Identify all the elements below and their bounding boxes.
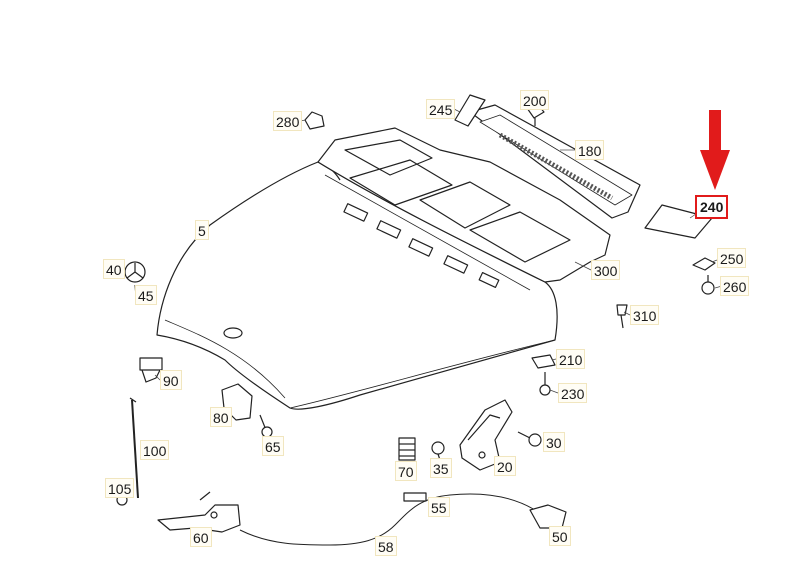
callout-80: 80 — [210, 407, 232, 427]
callout-240-highlighted: 240 — [695, 195, 729, 219]
highlight-arrow — [700, 110, 730, 190]
bolt-65 — [259, 414, 273, 438]
callout-65: 65 — [262, 436, 284, 456]
cowl-vent-grille — [469, 104, 641, 219]
callout-260: 260 — [720, 276, 750, 296]
callout-5: 5 — [195, 220, 209, 240]
screw-260 — [701, 275, 715, 295]
callout-210: 210 — [556, 349, 586, 369]
callout-100: 100 — [140, 440, 170, 460]
callout-30: 30 — [543, 432, 565, 452]
callout-310: 310 — [630, 305, 660, 325]
callout-20: 20 — [494, 456, 516, 476]
callout-35: 35 — [430, 458, 452, 478]
bumper-280 — [304, 111, 325, 130]
callout-55: 55 — [428, 497, 450, 517]
callout-40: 40 — [103, 259, 125, 279]
callout-300: 300 — [591, 260, 621, 280]
bolt-30 — [517, 431, 542, 447]
seal-strip-left — [454, 94, 486, 127]
hood-panel — [156, 161, 558, 410]
bolt-230 — [539, 372, 551, 396]
safety-catch-90 — [139, 357, 163, 383]
callout-45: 45 — [135, 285, 157, 305]
cable-coupler-55 — [403, 492, 427, 502]
callout-105: 105 — [105, 478, 135, 498]
clip-250 — [692, 257, 716, 271]
latch-hook-50 — [529, 504, 567, 529]
buffer-70 — [398, 437, 416, 461]
clip-210 — [531, 354, 556, 369]
callout-90: 90 — [160, 370, 182, 390]
spring-310 — [616, 304, 628, 329]
callout-230: 230 — [558, 383, 588, 403]
prop-rod-100 — [129, 397, 139, 499]
release-cable-58 — [239, 493, 536, 546]
callout-70: 70 — [395, 461, 417, 481]
hood-latch-60 — [157, 491, 241, 533]
callout-50: 50 — [549, 526, 571, 546]
callout-245: 245 — [426, 99, 456, 119]
callout-250: 250 — [717, 248, 747, 268]
hood-inner-frame — [317, 127, 611, 291]
callout-60: 60 — [190, 527, 212, 547]
callout-280: 280 — [273, 111, 303, 131]
callout-58: 58 — [375, 536, 397, 556]
callout-180: 180 — [575, 140, 605, 160]
hinge-20 — [459, 399, 513, 471]
callout-200: 200 — [520, 90, 550, 110]
